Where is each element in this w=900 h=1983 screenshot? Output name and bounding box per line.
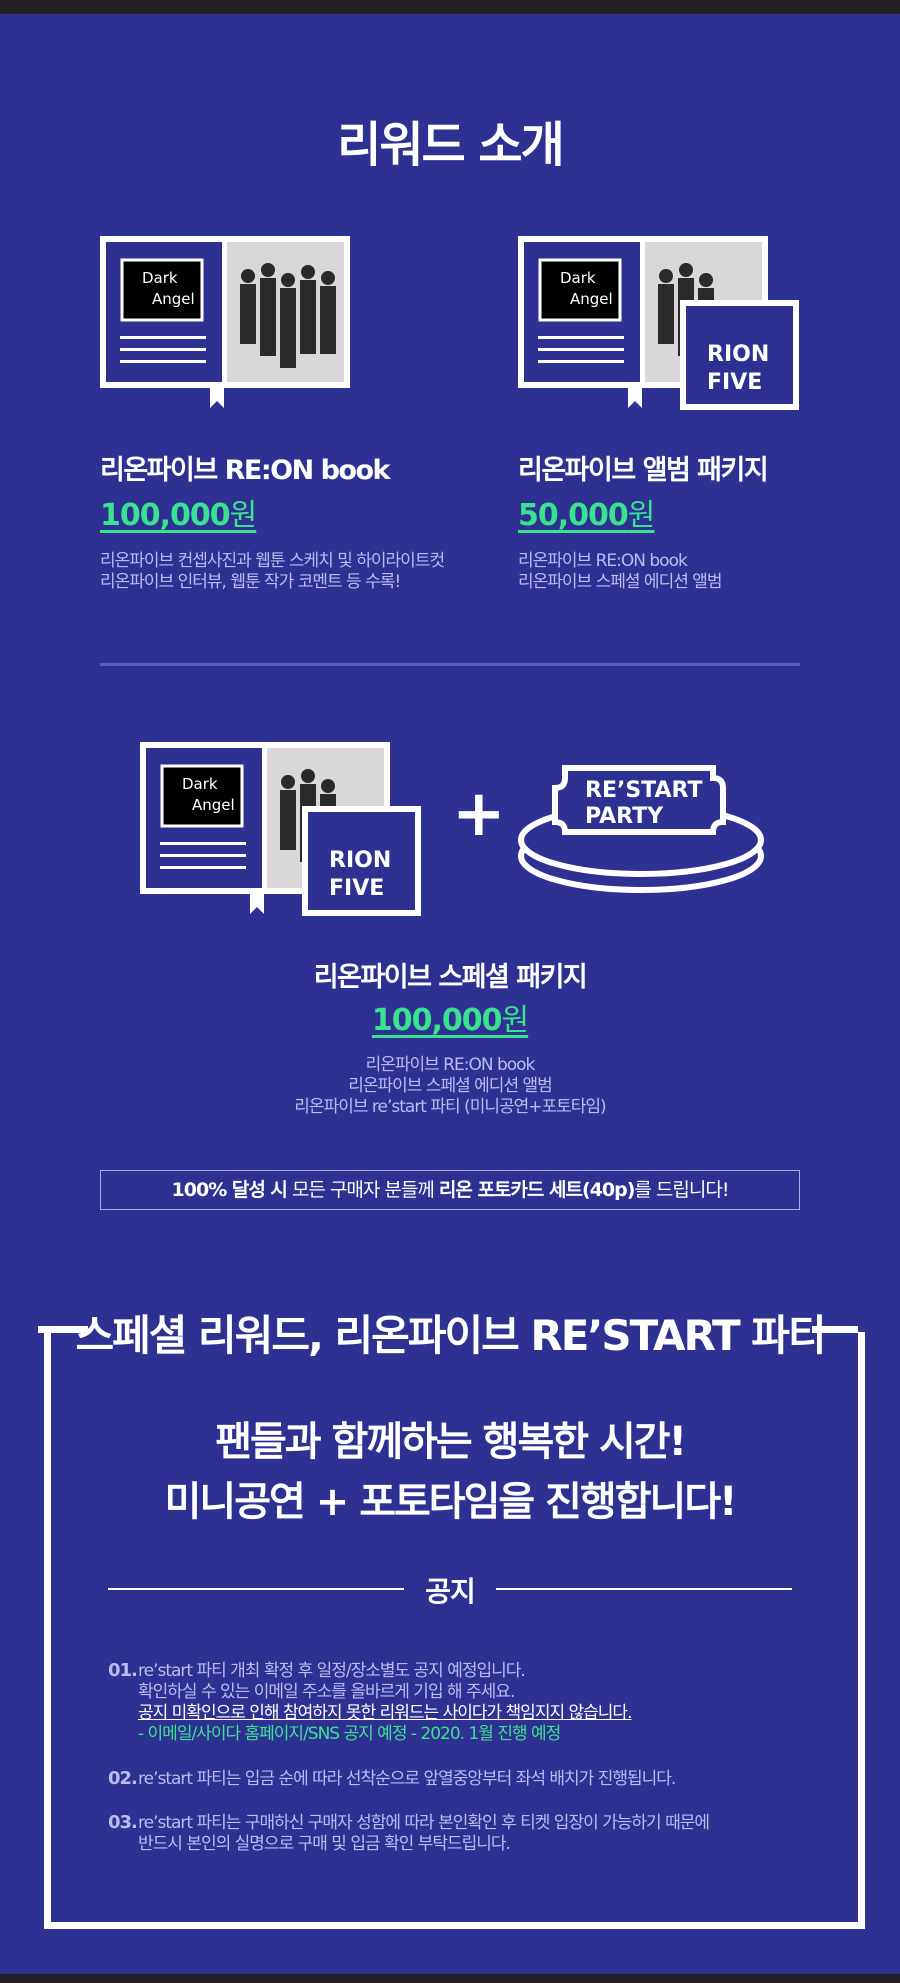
plus-icon: +: [452, 777, 506, 851]
frame-top-left: [38, 1326, 88, 1333]
desc-line: 리온파이브 스페셜 에디션 앨범: [348, 1076, 553, 1096]
reward1-name: 리온파이브 RE:ON book: [100, 455, 390, 486]
reward2-name: 리온파이브 앨범 패키지: [518, 455, 769, 486]
reward3-desc: 리온파이브 RE:ON book 리온파이브 스페셜 에디션 앨범 리온파이브 …: [0, 1055, 900, 1118]
special-frame: [44, 1332, 865, 1929]
price-unit: 원: [501, 1003, 530, 1038]
cover-text-2: Angel: [192, 796, 235, 814]
desc-line: 리온파이브 인터뷰, 웹툰 작가 코멘트 등 수록!: [100, 572, 401, 592]
notice-text: re’start 파티는 구매하신 구매자 성함에 따라 본인확인 후 티켓 입…: [138, 1813, 710, 1833]
section-divider: [100, 663, 800, 666]
album-text-1: RION: [329, 848, 391, 873]
desc-line: 리온파이브 컨셉사진과 웹툰 스케치 및 하이라이트컷: [100, 551, 445, 571]
price-unit: 원: [627, 498, 656, 533]
album-text-2: FIVE: [707, 370, 762, 395]
reward2-desc: 리온파이브 RE:ON book 리온파이브 스페셜 에디션 앨범: [518, 551, 723, 593]
book-illustration: Dark Angel: [100, 236, 350, 408]
bonus-text: 100% 달성 시: [171, 1179, 288, 1201]
cover-text-2: Angel: [152, 290, 195, 308]
ticket-text-2: PARTY: [585, 804, 664, 829]
cover-text-1: Dark: [142, 269, 178, 287]
bottom-bar: [0, 1974, 900, 1983]
reward1-desc: 리온파이브 컨셉사진과 웹툰 스케치 및 하이라이트컷 리온파이브 인터뷰, 웹…: [100, 551, 445, 593]
reward3-price-wrap: 100,000원: [0, 995, 900, 1039]
dark-angel-cover: [120, 258, 204, 322]
price-number: 50,000: [518, 498, 629, 533]
album-text-1: RION: [707, 342, 769, 367]
cover-text-1: Dark: [182, 775, 218, 793]
notice-text: re’start 파티는 입금 순에 따라 선착순으로 앞열중앙부터 좌석 배치…: [138, 1769, 676, 1789]
notice-line-right: [496, 1588, 792, 1590]
ticket-icon: [552, 765, 726, 835]
special-headline: 팬들과 함께하는 행복한 시간! 미니공연 + 포토타임을 진행합니다!: [0, 1412, 900, 1532]
reward3-name: 리온파이브 스페셜 패키지: [313, 962, 588, 993]
bonus-text: 를 드립니다!: [634, 1179, 729, 1201]
notice-heading: 공지: [425, 1575, 476, 1608]
album-text-2: FIVE: [329, 876, 384, 901]
notice-text: 확인하실 수 있는 이메일 주소를 올바르게 기입 해 주세요.: [138, 1682, 515, 1702]
album-box: [680, 300, 799, 410]
page-title: 리워드 소개: [337, 117, 565, 173]
bookmark-icon: [210, 385, 224, 408]
reward1-price: 100,000원: [100, 490, 258, 534]
price-unit: 원: [229, 498, 258, 533]
notice-schedule: - 이메일/사이다 홈페이지/SNS 공지 예정 - 2020. 1월 진행 예…: [138, 1724, 561, 1744]
notice-text: re’start 파티 개최 확정 후 일정/장소별도 공지 예정입니다.: [138, 1661, 526, 1681]
notice-warning: 공지 미확인으로 인해 참여하지 못한 리워드는 사이다가 책임지지 않습니다.: [138, 1703, 632, 1723]
cover-text-2: Angel: [570, 290, 613, 308]
party-stage-illustration: RE’START PARTY: [518, 765, 764, 893]
special-package-illustration: Dark Angel RION FIVE: [140, 742, 421, 916]
headline-line: 미니공연 + 포토타임을 진행합니다!: [164, 1479, 738, 1525]
ticket-text-1: RE’START: [585, 778, 702, 803]
desc-line: 리온파이브 RE:ON book: [365, 1055, 536, 1075]
special-title: 스페셜 리워드, 리온파이브 RE’START 파티: [75, 1311, 827, 1360]
album-package-illustration: Dark Angel RION FIVE: [518, 236, 799, 410]
desc-line: 리온파이브 RE:ON book: [518, 551, 688, 571]
bonus-text: 모든 구매자 분들께: [286, 1179, 439, 1201]
member-silhouettes: [240, 263, 336, 368]
bonus-text: 리온 포토카드 세트(40p): [438, 1179, 635, 1201]
reward2-price: 50,000원: [518, 490, 656, 534]
frame-top-right: [812, 1326, 858, 1333]
notice-line-left: [108, 1588, 404, 1590]
notice-item-2: 02.re’start 파티는 입금 순에 따라 선착순으로 앞열중앙부터 좌석…: [108, 1768, 676, 1790]
notice-item-3: 03.re’start 파티는 구매하신 구매자 성함에 따라 본인확인 후 티…: [108, 1812, 710, 1855]
notice-number: 03.: [108, 1812, 138, 1833]
bonus-banner: 100% 달성 시 모든 구매자 분들께 리온 포토카드 세트(40p)를 드립…: [100, 1170, 800, 1210]
notice-item-1: 01.re’start 파티 개최 확정 후 일정/장소별도 공지 예정입니다.…: [108, 1660, 632, 1745]
price-number: 100,000: [100, 498, 231, 533]
cover-text-1: Dark: [560, 269, 596, 287]
desc-line: 리온파이브 스페셜 에디션 앨범: [518, 572, 723, 592]
top-bar: [0, 0, 900, 14]
headline-line: 팬들과 함께하는 행복한 시간!: [215, 1419, 687, 1465]
notice-number: 01.: [108, 1660, 138, 1681]
notice-text: 반드시 본인의 실명으로 구매 및 입금 확인 부탁드립니다.: [138, 1834, 511, 1854]
reward3-price: 100,000원: [371, 1003, 530, 1038]
notice-number: 02.: [108, 1768, 138, 1789]
price-number: 100,000: [371, 1003, 503, 1038]
desc-line: 리온파이브 re’start 파티 (미니공연+포토타임): [294, 1097, 606, 1117]
